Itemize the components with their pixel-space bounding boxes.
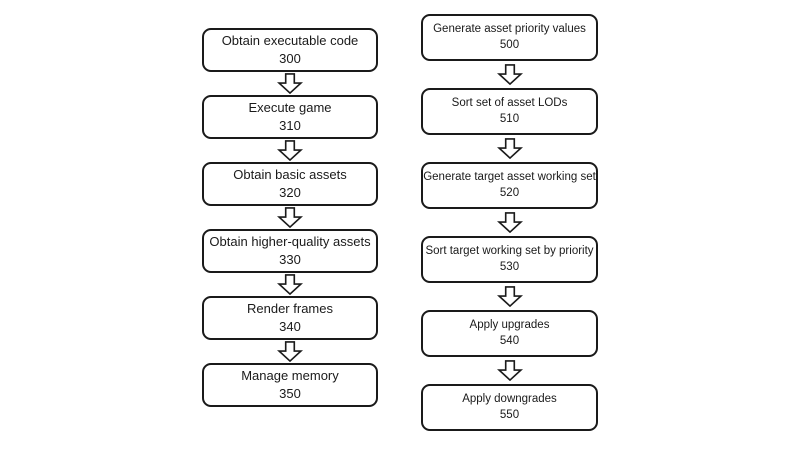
down-arrow-icon (496, 212, 523, 233)
step-number: 350 (279, 386, 301, 401)
flow-step-box: Apply upgrades 540 (421, 310, 598, 357)
flow-step-box: Sort set of asset LODs 510 (421, 88, 598, 135)
flow-arrow (202, 72, 378, 95)
step-number: 520 (499, 186, 520, 199)
flow-step-box: Apply downgrades 550 (421, 384, 598, 431)
flow-step-box: Generate asset priority values 500 (421, 14, 598, 61)
down-arrow-icon (496, 360, 523, 381)
flowchart-column-game-execution: Obtain executable code 300 Execute game … (202, 28, 378, 407)
flow-step-box: Obtain basic assets 320 (202, 162, 378, 206)
step-number: 550 (499, 408, 520, 421)
flow-arrow (421, 283, 598, 310)
down-arrow-icon (277, 207, 303, 228)
step-label: Sort set of asset LODs (451, 96, 568, 109)
step-label: Apply upgrades (469, 318, 550, 331)
flow-arrow (421, 209, 598, 236)
flow-step-box: Obtain executable code 300 (202, 28, 378, 72)
step-number: 540 (499, 334, 520, 347)
down-arrow-icon (277, 341, 303, 362)
step-label: Execute game (248, 100, 332, 116)
step-number: 330 (279, 252, 301, 267)
flow-arrow (202, 139, 378, 162)
step-number: 340 (279, 319, 301, 334)
flow-arrow (421, 61, 598, 88)
step-number: 510 (499, 112, 520, 125)
step-label: Render frames (247, 301, 333, 317)
step-number: 500 (499, 38, 520, 51)
flow-arrow (421, 135, 598, 162)
step-label: Obtain executable code (221, 33, 359, 49)
step-number: 320 (279, 185, 301, 200)
flow-arrow (202, 273, 378, 296)
down-arrow-icon (496, 286, 523, 307)
down-arrow-icon (277, 274, 303, 295)
flow-arrow (202, 340, 378, 363)
step-label: Apply downgrades (462, 392, 557, 405)
flow-step-box: Obtain higher-quality assets 330 (202, 229, 378, 273)
down-arrow-icon (277, 140, 303, 161)
down-arrow-icon (496, 64, 523, 85)
step-label: Obtain higher-quality assets (209, 234, 371, 250)
step-label: Obtain basic assets (233, 167, 347, 183)
step-label: Sort target working set by priority (425, 244, 594, 257)
flow-arrow (421, 357, 598, 384)
down-arrow-icon (277, 73, 303, 94)
step-label: Generate target asset working set (423, 170, 596, 183)
flow-arrow (202, 206, 378, 229)
flow-step-box: Generate target asset working set 520 (421, 162, 598, 209)
step-number: 530 (499, 260, 520, 273)
step-number: 300 (279, 51, 301, 66)
flowchart-column-asset-priority: Generate asset priority values 500 Sort … (421, 14, 598, 431)
step-label: Manage memory (241, 368, 339, 384)
down-arrow-icon (496, 138, 523, 159)
flow-step-box: Manage memory 350 (202, 363, 378, 407)
flow-step-box: Sort target working set by priority 530 (421, 236, 598, 283)
step-number: 310 (279, 118, 301, 133)
flow-step-box: Render frames 340 (202, 296, 378, 340)
step-label: Generate asset priority values (433, 22, 586, 35)
flow-step-box: Execute game 310 (202, 95, 378, 139)
